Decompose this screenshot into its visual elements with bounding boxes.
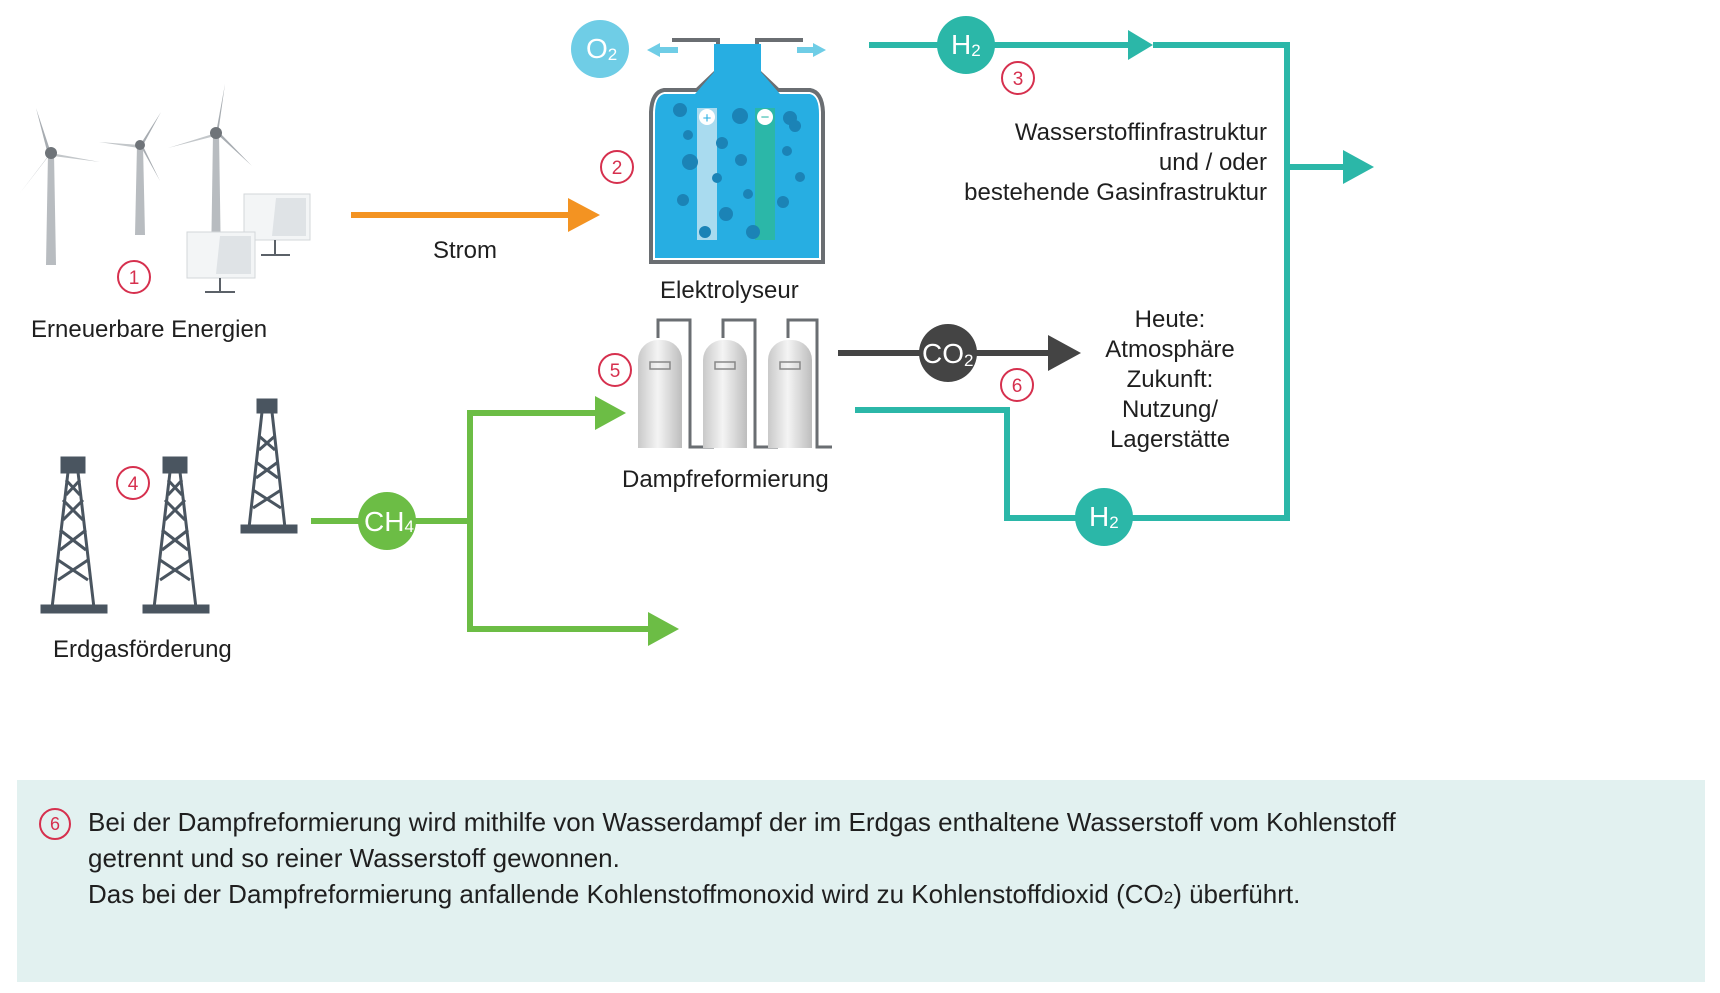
o2-bubble: O2	[571, 20, 629, 78]
step-number-4: 4	[116, 466, 150, 500]
derrick-icon	[40, 456, 108, 614]
h2-hydrogen-line	[869, 30, 1374, 521]
power-arrow	[351, 198, 600, 232]
svg-text:Zukunft:: Zukunft:	[1127, 366, 1214, 393]
svg-text:und / oder: und / oder	[1159, 149, 1267, 176]
svg-text:6: 6	[1012, 376, 1023, 397]
svg-text:1: 1	[129, 268, 140, 289]
h2-infrastructure-label: Wasserstoffinfrastruktur und / oder best…	[964, 119, 1267, 206]
info-box: 6 Bei der Dampfreformierung wird mithilf…	[17, 780, 1705, 982]
steam-reformer-illustration	[638, 318, 832, 449]
step-number-6: 6	[1000, 368, 1034, 402]
step-number-5: 5	[598, 353, 632, 387]
step-number-3: 3	[1001, 61, 1035, 95]
svg-text:+: +	[703, 110, 712, 127]
info-step-number: 6	[39, 808, 71, 840]
power-label: Strom	[433, 237, 497, 264]
solar-panel-icon	[186, 231, 256, 293]
wind-turbine-icon	[20, 108, 100, 265]
svg-text:bestehende Gasinfrastruktur: bestehende Gasinfrastruktur	[964, 179, 1267, 206]
h2-reforming-line	[855, 407, 1290, 521]
wind-turbine-icon	[99, 112, 161, 235]
svg-text:CO2: CO2	[922, 338, 973, 370]
derrick-icon	[142, 456, 210, 614]
gas-production-label: Erdgasförderung	[53, 636, 232, 663]
svg-text:CH4: CH4	[364, 506, 414, 537]
solar-panel-icon	[243, 193, 311, 256]
co2-bubble: CO2	[919, 324, 977, 382]
svg-text:3: 3	[1013, 69, 1024, 90]
svg-text:4: 4	[128, 474, 139, 495]
svg-text:O2: O2	[586, 33, 617, 64]
svg-text:−: −	[761, 109, 770, 126]
info-line-2: getrennt und so reiner Wasserstoff gewon…	[88, 843, 620, 873]
svg-text:Atmosphäre: Atmosphäre	[1105, 336, 1234, 363]
renewables-illustration	[20, 84, 311, 293]
svg-text:5: 5	[610, 361, 621, 382]
h2-bubble-top: H2	[937, 16, 995, 74]
electrolyser-illustration: + −	[647, 38, 826, 264]
info-line-3: Das bei der Dampfreformierung anfallende…	[88, 879, 1301, 909]
svg-text:2: 2	[612, 158, 623, 179]
step-number-1: 1	[117, 260, 151, 294]
step-number-2: 2	[600, 150, 634, 184]
electrolyser-label: Elektrolyseur	[660, 277, 799, 304]
h2-bubble-bottom: H2	[1075, 488, 1133, 546]
svg-text:Lagerstätte: Lagerstätte	[1110, 426, 1230, 453]
svg-text:Nutzung/: Nutzung/	[1122, 396, 1218, 423]
svg-text:Wasserstoffinfrastruktur: Wasserstoffinfrastruktur	[1015, 119, 1267, 146]
renewables-label: Erneuerbare Energien	[31, 316, 267, 343]
svg-text:Heute:: Heute:	[1135, 306, 1206, 333]
info-text: Bei der Dampfreformierung wird mithilfe …	[88, 804, 1648, 916]
info-line-1: Bei der Dampfreformierung wird mithilfe …	[88, 807, 1396, 837]
steam-reforming-label: Dampfreformierung	[622, 466, 829, 493]
svg-text:H2: H2	[951, 29, 981, 60]
svg-text:H2: H2	[1089, 501, 1119, 532]
derrick-icon	[240, 398, 298, 534]
co2-destination-label: Heute: Atmosphäre Zukunft: Nutzung/ Lage…	[1105, 306, 1234, 453]
ch4-methane-line	[311, 396, 679, 646]
ch4-bubble: CH4	[358, 492, 416, 550]
